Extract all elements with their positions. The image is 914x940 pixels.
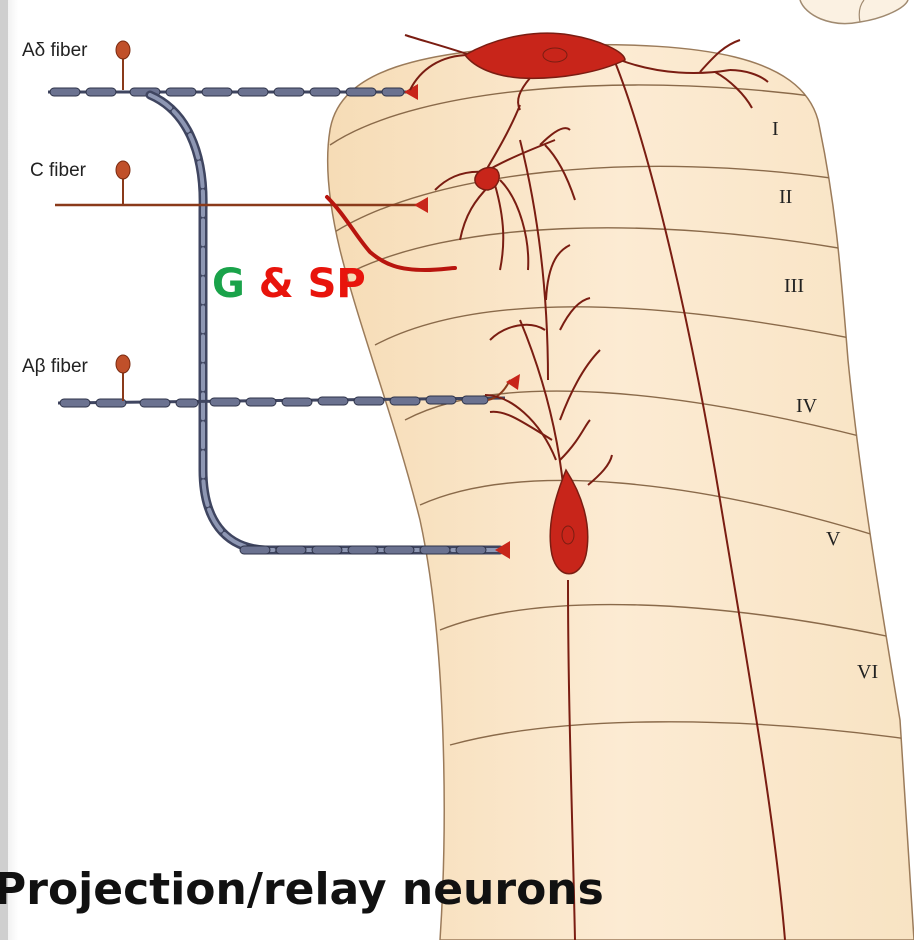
a-beta-fiber-label: Aβ fiber xyxy=(22,356,89,377)
a-beta-cell-body xyxy=(116,355,130,373)
g-sp-annotation: G & SP xyxy=(212,261,366,307)
lamina-label-i: I xyxy=(772,118,779,140)
g-label: G xyxy=(212,261,245,307)
lamina-ii-interneuron xyxy=(475,168,499,190)
sp-label: & SP xyxy=(245,261,366,307)
lamina-label-ii: II xyxy=(779,186,792,208)
lamina-label-vi: VI xyxy=(857,661,878,683)
deep-collateral-myelin xyxy=(240,546,486,554)
lamina-label-iv: IV xyxy=(796,395,818,417)
lamina-label-v: V xyxy=(826,528,841,550)
c-fiber-label: C fiber xyxy=(30,160,87,181)
left-edge-strip xyxy=(0,0,8,940)
a-delta-fiber-label: Aδ fiber xyxy=(22,40,88,61)
projection-neurons-caption: Projection/relay neurons xyxy=(0,864,604,915)
lamina-label-iii: III xyxy=(784,275,804,297)
a-delta-cell-body xyxy=(116,41,130,59)
c-fiber-cell-body xyxy=(116,161,130,179)
